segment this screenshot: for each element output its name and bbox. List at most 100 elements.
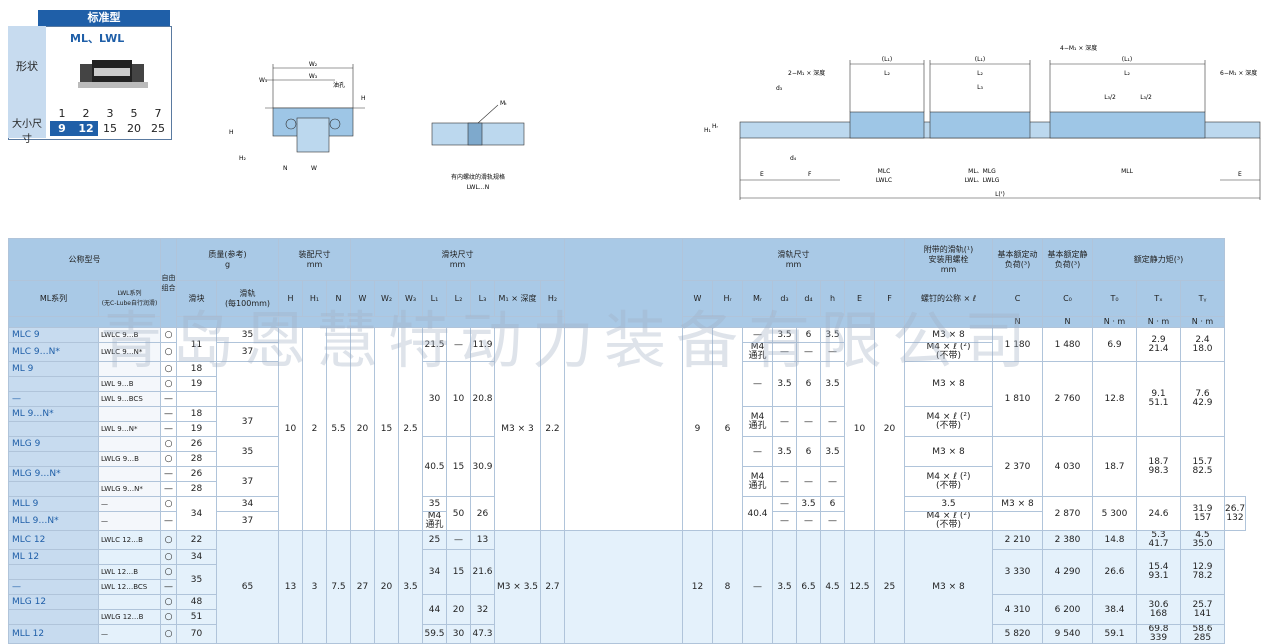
col-hr: Hᵣ bbox=[712, 280, 743, 317]
lwl-model: LWLC 9…B bbox=[98, 327, 161, 343]
ml-model: MLL 9 bbox=[8, 496, 99, 512]
col-f: 20 bbox=[874, 327, 905, 531]
oil-hole-label: 油孔 bbox=[333, 81, 345, 89]
col-l1: L₁ bbox=[422, 280, 447, 317]
load-value: 2.4 18.0 bbox=[1180, 327, 1225, 362]
col-tx: Tₓ bbox=[1136, 280, 1181, 317]
col-d3: d₃ bbox=[772, 280, 797, 317]
rail-dim: — bbox=[772, 466, 797, 497]
table-row: LWL 12…B○35 bbox=[8, 564, 1246, 595]
d3-label: d₃ bbox=[776, 85, 783, 92]
bolt: M3 × 8 bbox=[904, 361, 993, 407]
col-hh: h bbox=[820, 280, 845, 317]
type-tag: 标准型 bbox=[38, 10, 170, 26]
block-mass: 28 bbox=[176, 451, 217, 467]
load-value: 6 200 bbox=[1042, 594, 1093, 625]
block-dim: 59.5 bbox=[422, 624, 447, 644]
table-row: LWLG 9…N*—28 bbox=[8, 481, 1246, 497]
ml-model: — bbox=[8, 579, 99, 595]
size-cell: 12 bbox=[74, 121, 98, 136]
block-dim: 30 bbox=[422, 361, 447, 437]
ml-model: MLC 12 bbox=[8, 530, 99, 550]
rail-dim: — bbox=[772, 406, 797, 437]
load-value: 6.9 bbox=[1092, 327, 1137, 362]
block-dim: 26 bbox=[470, 496, 495, 531]
block-mass: 19 bbox=[176, 421, 217, 437]
ml-model: — bbox=[8, 391, 99, 407]
load-value: 1 810 bbox=[992, 361, 1043, 437]
rail-dim-header: 滑轨尺寸 mm bbox=[682, 238, 905, 281]
ml-model bbox=[8, 421, 99, 437]
block-dim: 30 bbox=[446, 624, 471, 644]
ml-series-header: ML系列 bbox=[8, 280, 99, 317]
col-c: C bbox=[992, 280, 1043, 317]
block-dim: 44 bbox=[422, 594, 447, 625]
bolt: M4 × ℓ (²) (不带) bbox=[904, 406, 993, 437]
block-dim: 50 bbox=[446, 496, 471, 531]
lwl-model: LWLG 12…B bbox=[98, 609, 161, 625]
w2-label: W₂ bbox=[309, 61, 318, 68]
cross-section-drawing: W₂ W₁ W₃ 油孔 H H₁ H₂ N W bbox=[229, 61, 365, 172]
load-value: 59.1 bbox=[1092, 624, 1137, 644]
rail-dim: 6 bbox=[820, 496, 845, 512]
col-h2: 2.2 bbox=[540, 327, 565, 531]
m1-label-b: 4−M₁ × 深度 bbox=[1060, 44, 1097, 52]
col-h: H bbox=[278, 280, 303, 317]
l3-label: L₃ bbox=[977, 84, 983, 91]
rail-dim: — bbox=[796, 511, 821, 531]
col-w3: 3.5 bbox=[398, 530, 423, 644]
load-value: 2 380 bbox=[1042, 530, 1093, 550]
self-combine: — bbox=[160, 511, 177, 531]
load-value: 25.7 141 bbox=[1180, 594, 1225, 625]
threaded-caption-model: LWL…N bbox=[467, 184, 490, 191]
h1-label: H₁ bbox=[361, 95, 365, 102]
e-label-a: E bbox=[760, 171, 764, 178]
block-dim-header: 滑块尺寸 mm bbox=[350, 238, 565, 281]
load-value: 14.8 bbox=[1092, 530, 1137, 550]
block-mass: 34 bbox=[216, 496, 279, 512]
block-dim: 20.8 bbox=[470, 361, 495, 437]
table-row: —LWL 9…BCS— bbox=[8, 391, 1246, 407]
series-label: ML、LWL bbox=[70, 32, 125, 45]
rail-dim: M4 通孔 bbox=[742, 406, 773, 437]
block-dim: 40.5 bbox=[422, 436, 447, 497]
load-value: 4 290 bbox=[1042, 549, 1093, 595]
ml-model: ML 12 bbox=[8, 549, 99, 565]
load-value: 24.6 bbox=[1136, 496, 1181, 531]
f-label: F bbox=[808, 171, 812, 178]
ml-model: MLC 9…N* bbox=[8, 342, 99, 362]
block-dim: 47.3 bbox=[470, 624, 495, 644]
col-wr: W bbox=[682, 280, 713, 317]
unit-tx: N · m bbox=[1136, 316, 1181, 328]
ml-model bbox=[8, 564, 99, 580]
size-cell: 9 bbox=[50, 121, 74, 136]
rail-dim: — bbox=[772, 511, 797, 531]
col-e: 12.5 bbox=[844, 530, 875, 644]
l1-label-b: (L₁) bbox=[975, 56, 985, 63]
table-row: LWL 9…N*—19 bbox=[8, 421, 1246, 437]
col-bolt: M3 × 8 bbox=[904, 530, 993, 644]
block-dim: 40.4 bbox=[742, 496, 773, 531]
block-mass: 22 bbox=[176, 530, 217, 550]
ml-model: MLG 9 bbox=[8, 436, 99, 452]
blank-header bbox=[564, 238, 683, 328]
threaded-rail-drawing: Mₜ 有内螺纹的滑轨规格 LWL…N bbox=[431, 100, 525, 191]
block-dim: 15 bbox=[446, 436, 471, 497]
lwl-model: LWLC 9…N* bbox=[98, 342, 161, 362]
col-w3: W₃ bbox=[398, 280, 423, 317]
lwl-model bbox=[98, 406, 161, 422]
lwl-model: LWL 9…B bbox=[98, 376, 161, 392]
size-cell: 3 bbox=[106, 107, 114, 120]
self-combine: ○ bbox=[160, 549, 177, 565]
col-t0: T₀ bbox=[1092, 280, 1137, 317]
unit-ty: N · m bbox=[1180, 316, 1225, 328]
w1-label: W₁ bbox=[259, 77, 268, 84]
l3-half-label-a: L₃/2 bbox=[1104, 94, 1116, 101]
col-e: E bbox=[844, 280, 875, 317]
col-w: 27 bbox=[350, 530, 375, 644]
